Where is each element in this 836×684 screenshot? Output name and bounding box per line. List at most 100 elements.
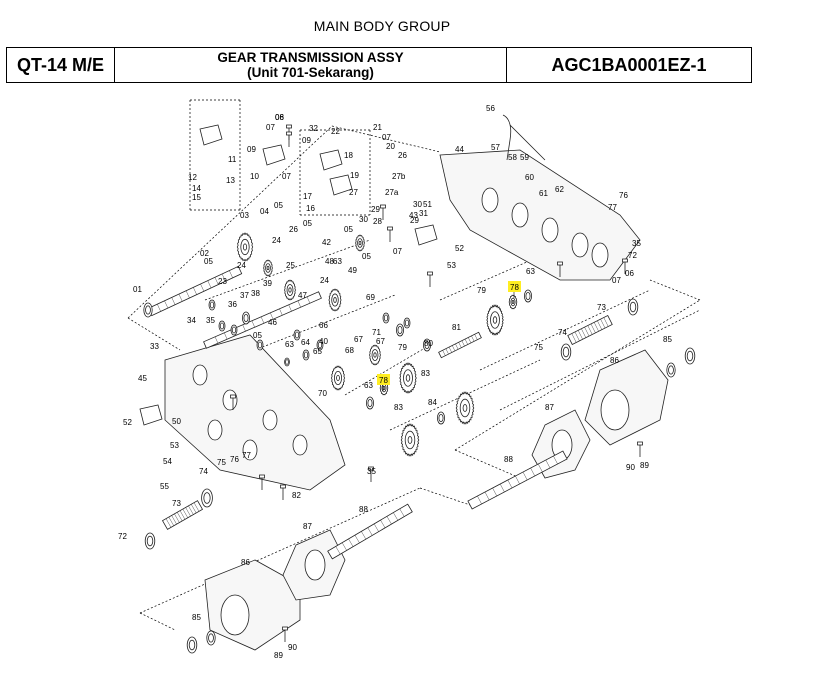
bearing-7 (524, 289, 533, 303)
part-label-p74-100: 74 (199, 467, 208, 476)
gear-24 (263, 259, 273, 277)
lever-43 (414, 224, 438, 246)
part-label-p10-20: 10 (250, 172, 259, 181)
gear-83 (455, 391, 475, 425)
axle-housing-left (204, 559, 301, 651)
part-label-p86-121: 86 (241, 558, 250, 567)
group-title: MAIN BODY GROUP (313, 18, 451, 34)
part-label-p24-35: 24 (272, 236, 281, 245)
part-label-p87-123: 87 (303, 522, 312, 531)
part-label-p78-109: 78 (379, 376, 388, 385)
part-label-p27b-42: 27b (392, 172, 406, 181)
bearing-2 (208, 299, 216, 311)
part-label-p05-5: 05 (274, 201, 283, 210)
part-label-p62-82: 62 (555, 185, 564, 194)
bearing-3 (218, 320, 226, 332)
part-label-p67-91: 67 (376, 337, 385, 346)
part-label-p89-127: 89 (274, 651, 283, 660)
bolt-5 (259, 474, 265, 490)
axle-housing-right (584, 349, 669, 446)
part-label-p16-26: 16 (306, 204, 315, 213)
part-label-p83-115: 83 (421, 369, 430, 378)
shift-arm-left (139, 404, 163, 426)
part-label-p42-60: 42 (322, 238, 331, 247)
part-label-p31-48: 31 (419, 209, 428, 218)
part-label-p17-27: 17 (303, 192, 312, 201)
part-label-p90-128: 90 (626, 463, 635, 472)
part-label-p60-80: 60 (525, 173, 534, 182)
gear-70 (330, 365, 346, 391)
part-label-p26-39: 26 (398, 151, 407, 160)
part-label-p05-9: 05 (344, 225, 353, 234)
part-label-p84-117: 84 (428, 398, 437, 407)
shift-fork-c (319, 149, 343, 171)
bolt-9 (637, 441, 643, 457)
part-label-p07-13: 07 (282, 172, 291, 181)
part-label-p72-96: 72 (118, 532, 127, 541)
part-label-p07-16: 07 (612, 276, 621, 285)
part-label-p34-51: 34 (187, 316, 196, 325)
assembly-title-cell: GEAR TRANSMISSION ASSY (Unit 701-Sekaran… (115, 48, 507, 82)
part-label-p13-23: 13 (226, 176, 235, 185)
part-label-p43-61: 43 (409, 211, 418, 220)
part-label-p08-17: 08 (275, 113, 284, 122)
assembly-subtitle: (Unit 701-Sekarang) (247, 65, 374, 80)
bearing-11 (144, 532, 156, 550)
part-label-p68-92: 68 (345, 346, 354, 355)
part-label-p79-111: 79 (398, 343, 407, 352)
bearing-6 (436, 411, 445, 425)
bearing-12 (684, 347, 696, 365)
bolt-11 (387, 226, 393, 242)
axle-shaft-right (467, 450, 568, 510)
part-label-p54-74: 54 (163, 457, 172, 466)
part-label-p87-122: 87 (545, 403, 554, 412)
part-label-p77-107: 77 (608, 203, 617, 212)
part-label-p01-0: 01 (133, 285, 142, 294)
part-label-p12-22: 12 (188, 173, 197, 182)
part-label-p39-58: 39 (263, 279, 272, 288)
part-label-p89-126: 89 (640, 461, 649, 470)
part-label-p86-120: 86 (610, 356, 619, 365)
part-label-p47-65: 47 (298, 291, 307, 300)
part-label-p05-7: 05 (362, 252, 371, 261)
part-label-p06-11: 06 (275, 113, 284, 122)
part-label-p40-59: 40 (319, 337, 328, 346)
part-label-p81-113: 81 (452, 323, 461, 332)
part-label-p29-45: 29 (410, 216, 419, 225)
part-label-p52-70: 52 (123, 418, 132, 427)
bearing-21 (230, 324, 238, 336)
part-label-p63-83: 63 (333, 257, 342, 266)
bearing-25 (293, 329, 301, 341)
part-label-p69-93: 69 (366, 293, 375, 302)
part-label-p46-64: 46 (268, 318, 277, 327)
bearing-19 (382, 312, 390, 324)
part-label-p88-124: 88 (504, 455, 513, 464)
part-label-p56-76: 56 (486, 104, 495, 113)
part-label-p76-104: 76 (230, 455, 239, 464)
part-label-p35-53: 35 (367, 467, 376, 476)
part-label-p70-94: 70 (318, 389, 327, 398)
part-label-p07-15: 07 (393, 247, 402, 256)
bearing-10 (201, 488, 213, 508)
part-label-p85-118: 85 (663, 335, 672, 344)
part-label-p90-129: 90 (288, 643, 297, 652)
part-label-p30-46: 30 (359, 215, 368, 224)
bearing-15 (206, 630, 216, 646)
axle-shaft-left (327, 503, 413, 560)
bearing-20 (241, 311, 250, 325)
part-label-p37-56: 37 (240, 291, 249, 300)
part-label-p53-72: 53 (170, 441, 179, 450)
part-label-p05-4: 05 (204, 257, 213, 266)
part-label-p15-25: 15 (192, 193, 201, 202)
part-label-p52-71: 52 (455, 244, 464, 253)
part-label-p79-110: 79 (477, 286, 486, 295)
assembly-title: GEAR TRANSMISSION ASSY (217, 50, 404, 65)
shifter-plate (329, 174, 353, 196)
part-label-p66-89: 66 (319, 321, 328, 330)
part-label-p23-33: 23 (218, 277, 227, 286)
shaft-81 (438, 331, 482, 359)
part-label-p09-19: 09 (302, 136, 311, 145)
part-label-p44-62: 44 (455, 145, 464, 154)
part-label-p38-57: 38 (251, 289, 260, 298)
